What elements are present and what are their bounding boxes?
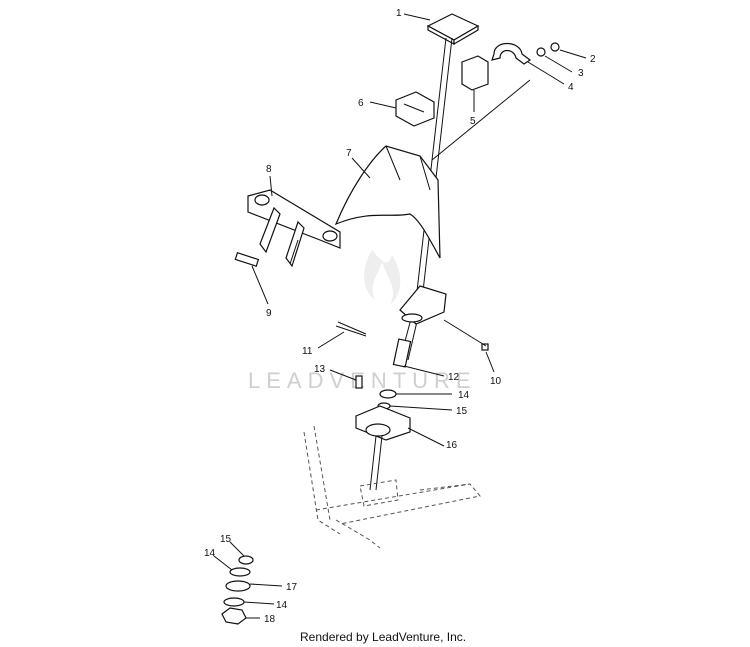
callout-6: 6 <box>358 98 364 109</box>
callout-4: 4 <box>568 82 574 93</box>
callout-8: 8 <box>266 164 272 175</box>
bushing-upper <box>461 55 489 91</box>
callout-2: 2 <box>590 54 596 65</box>
callouts: 1 2 3 4 5 6 7 8 9 10 11 12 13 14 15 16 1… <box>204 8 596 625</box>
callout-14-lower: 14 <box>204 548 216 559</box>
o-ring-lower <box>238 555 254 565</box>
watermark-logo-icon <box>364 250 401 305</box>
washer-upper <box>379 389 397 399</box>
leader-lines <box>213 13 587 619</box>
callout-13: 13 <box>314 364 326 375</box>
callout-18: 18 <box>264 614 276 625</box>
callout-11: 11 <box>302 346 313 357</box>
clevis-pin <box>355 375 363 389</box>
callout-1: 1 <box>396 8 402 19</box>
washer-lower-a <box>229 567 251 577</box>
footer-credit: Rendered by LeadVenture, Inc. <box>300 630 466 644</box>
thrust-bearing <box>225 580 251 592</box>
callout-15-lower: 15 <box>220 534 232 545</box>
bushing-block <box>395 91 435 127</box>
cotter-pin <box>335 321 367 337</box>
callout-10: 10 <box>490 376 502 387</box>
washer-lower-b <box>223 597 245 607</box>
clamp <box>491 42 532 65</box>
callout-17: 17 <box>286 582 298 593</box>
callout-16: 16 <box>446 440 458 451</box>
bolt-large <box>234 251 260 267</box>
washer <box>536 47 546 57</box>
castle-nut <box>221 607 247 625</box>
callout-5: 5 <box>470 116 476 127</box>
bolt-tiny <box>481 343 489 351</box>
nut <box>550 42 560 52</box>
callout-14-bottom: 14 <box>276 600 288 611</box>
callout-9: 9 <box>266 308 272 319</box>
callout-12: 12 <box>448 372 460 383</box>
callout-15: 15 <box>456 406 468 417</box>
mounting-bracket <box>247 189 341 268</box>
callout-14: 14 <box>458 390 470 401</box>
steering-shroud <box>334 145 441 259</box>
callout-7: 7 <box>346 148 352 159</box>
frame-outline <box>303 425 481 549</box>
callout-3: 3 <box>578 68 584 79</box>
